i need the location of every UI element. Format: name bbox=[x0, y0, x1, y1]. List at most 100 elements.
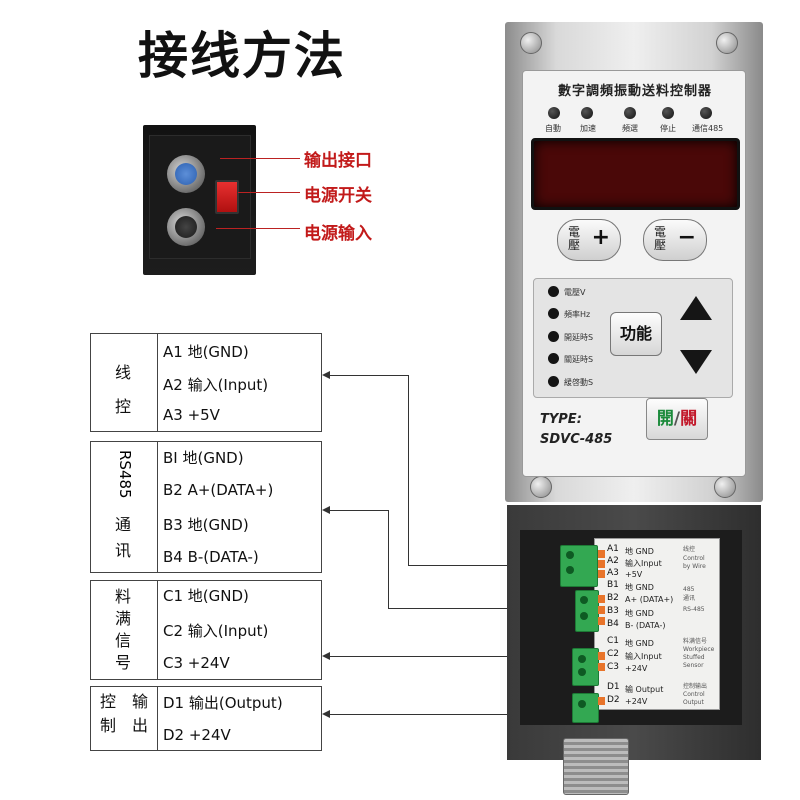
control-panel bbox=[522, 70, 746, 477]
status-label-freq: 頻選 bbox=[622, 124, 638, 133]
mode-label-soft-start: 緩啓動S bbox=[564, 378, 594, 387]
power-open-label: 開 bbox=[656, 409, 674, 429]
mode-led-icon bbox=[548, 376, 559, 387]
mode-led-icon bbox=[548, 331, 559, 342]
group-label-output: 输出 bbox=[130, 690, 150, 738]
terminal-label-card bbox=[594, 538, 720, 710]
mode-label-on-delay: 開延時S bbox=[564, 333, 594, 342]
power-switch-icon bbox=[215, 180, 239, 214]
terminal-label: +24V bbox=[625, 664, 648, 673]
terminal-tab-icon bbox=[598, 606, 605, 614]
terminal-row-c1: C1 地(GND) bbox=[163, 587, 249, 605]
terminal-tab-icon bbox=[598, 560, 605, 568]
terminal-screw-icon bbox=[578, 668, 586, 676]
mode-led-icon bbox=[548, 353, 559, 364]
status-led-icon bbox=[581, 107, 593, 119]
model-type: TYPE: SDVC-485 bbox=[540, 410, 612, 450]
panel-title: 數字調頻振動送料控制器 bbox=[557, 84, 712, 99]
callout-line-switch bbox=[238, 192, 300, 193]
voltage-label: 電壓 bbox=[654, 225, 667, 252]
terminal-id: A1 bbox=[607, 544, 619, 554]
group-name-text: 通讯 bbox=[114, 515, 131, 560]
terminal-screw-icon bbox=[566, 566, 574, 574]
terminal-tab-icon bbox=[598, 595, 605, 603]
callout-power-switch: 电源开关 bbox=[304, 186, 372, 206]
terminal-row-d1: D1 输出(Output) bbox=[163, 694, 283, 712]
status-label-stop: 停止 bbox=[660, 124, 676, 133]
mode-led-icon bbox=[548, 286, 559, 297]
plus-icon: + bbox=[591, 225, 610, 250]
wiring-group-control-output bbox=[90, 686, 322, 751]
model-number: SDVC-485 bbox=[540, 432, 613, 447]
group-label-line-control: 线控 bbox=[113, 356, 133, 424]
group-name-text: 控制 bbox=[99, 692, 116, 735]
terminal-row-c2: C2 输入(Input) bbox=[163, 622, 269, 640]
group-name-text: 料满信号 bbox=[114, 587, 131, 672]
terminal-id: C3 bbox=[607, 662, 620, 672]
terminal-label: +24V bbox=[625, 697, 648, 706]
terminal-desc: 485 bbox=[683, 586, 695, 593]
cable-gland bbox=[563, 738, 629, 795]
terminal-label: 地 GND bbox=[625, 609, 654, 618]
callout-power-input: 电源输入 bbox=[304, 224, 372, 244]
mode-led-icon bbox=[548, 308, 559, 319]
power-input-socket-icon bbox=[167, 208, 205, 246]
led-display bbox=[531, 138, 740, 210]
terminal-desc: Control bbox=[683, 555, 705, 562]
group-name-text: 输出 bbox=[131, 692, 148, 735]
terminal-desc: Workpiece bbox=[683, 646, 715, 653]
wire-a bbox=[328, 375, 408, 376]
terminal-screw-icon bbox=[580, 612, 588, 620]
screw-icon bbox=[716, 32, 738, 54]
terminal-block-d bbox=[572, 693, 599, 723]
terminal-id: D2 bbox=[607, 695, 620, 705]
wiring-group-full-signal bbox=[90, 580, 322, 680]
down-arrow-button-icon[interactable] bbox=[680, 350, 712, 374]
type-label: TYPE: bbox=[540, 412, 582, 427]
arrow-left-icon bbox=[322, 506, 330, 514]
terminal-id: A2 bbox=[607, 556, 619, 566]
arrow-left-icon bbox=[322, 710, 330, 718]
screw-icon bbox=[520, 32, 542, 54]
status-led-icon bbox=[624, 107, 636, 119]
terminal-block-b bbox=[575, 590, 599, 632]
voltage-label: 電壓 bbox=[568, 225, 581, 252]
terminal-label: 地 GND bbox=[625, 583, 654, 592]
terminal-desc: RS-485 bbox=[683, 606, 705, 613]
screw-icon bbox=[530, 476, 552, 498]
terminal-desc: Stuffed bbox=[683, 654, 705, 661]
group-name-text: 线控 bbox=[114, 363, 131, 416]
arrow-left-icon bbox=[322, 652, 330, 660]
terminal-screw-icon bbox=[578, 655, 586, 663]
power-toggle-button[interactable]: 開/關 bbox=[646, 398, 708, 440]
wire-c bbox=[328, 656, 588, 657]
mode-label-frequency: 頻率Hz bbox=[564, 310, 591, 319]
group-label-control: 控制 bbox=[98, 690, 118, 738]
terminal-desc: 线控 bbox=[683, 546, 696, 553]
terminal-desc: Control bbox=[683, 691, 705, 698]
terminal-desc: 料满信号 bbox=[683, 638, 708, 645]
group-label-rs485: RS485 bbox=[116, 450, 134, 499]
terminal-id: C2 bbox=[607, 649, 620, 659]
function-button[interactable]: 功能 bbox=[610, 312, 662, 356]
wire-a-to-terminal bbox=[408, 565, 588, 566]
status-label-accel: 加速 bbox=[580, 124, 596, 133]
connector-panel-photo bbox=[143, 125, 256, 275]
terminal-screw-icon bbox=[578, 700, 586, 708]
wiring-group-line-control bbox=[90, 333, 322, 432]
terminal-id: A3 bbox=[607, 568, 619, 578]
up-arrow-button-icon[interactable] bbox=[680, 296, 712, 320]
terminal-row-b4: B4 B-(DATA-) bbox=[163, 548, 259, 566]
voltage-minus-button[interactable]: 電壓 − bbox=[643, 219, 707, 261]
terminal-row-a2: A2 输入(Input) bbox=[163, 376, 269, 394]
terminal-label: 输入Input bbox=[625, 652, 662, 661]
callout-line-output bbox=[220, 158, 300, 159]
minus-icon: − bbox=[677, 225, 696, 250]
terminal-id: B3 bbox=[607, 606, 619, 616]
terminal-tab-icon bbox=[598, 570, 605, 578]
voltage-plus-button[interactable]: 電壓 + bbox=[557, 219, 621, 261]
terminal-row-b1: BI 地(GND) bbox=[163, 449, 244, 467]
callout-output-port: 输出接口 bbox=[304, 151, 372, 171]
wire-b-to-terminal bbox=[388, 608, 588, 609]
terminal-screw-icon bbox=[566, 551, 574, 559]
